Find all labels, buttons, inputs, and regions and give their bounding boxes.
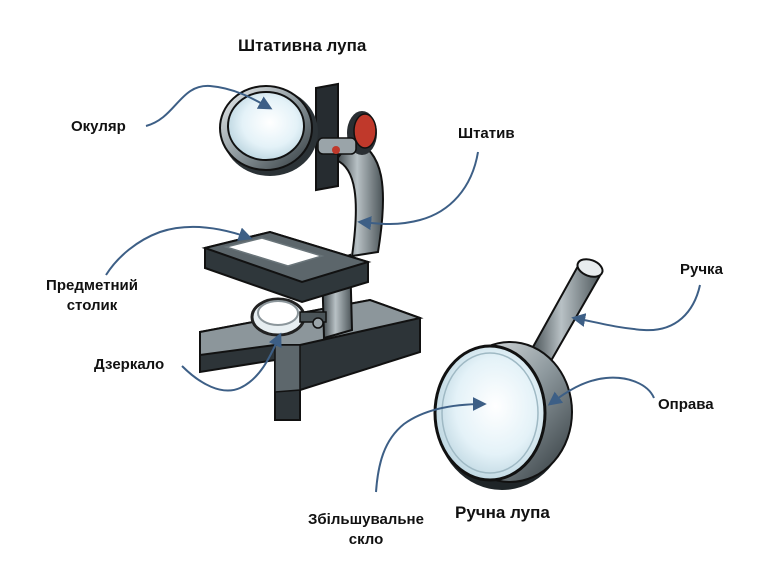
arrow-lens: [375, 397, 487, 493]
arrow-tripod: [357, 151, 479, 231]
focus-knob: [317, 111, 377, 155]
label-tripod: Штатив: [458, 125, 515, 142]
arrow-eyepiece: [145, 84, 273, 127]
hand-magnifier: [433, 258, 604, 490]
label-stage-line1: Предметний: [46, 277, 138, 294]
label-stage: Предметний столик: [36, 276, 148, 316]
arrow-handle: [571, 284, 701, 332]
title-stand-magnifier: Штативна лупа: [238, 36, 367, 55]
arrow-stage: [105, 225, 253, 276]
label-stage-line2: столик: [66, 297, 118, 314]
leader-arrows: [105, 84, 701, 493]
post: [315, 82, 339, 192]
mirror: [250, 297, 327, 337]
base: [199, 298, 424, 421]
eyepiece-lens: [219, 85, 318, 176]
stand-magnifier: [199, 82, 424, 421]
label-lens-line1: Збільшувальне: [308, 511, 424, 528]
arrow-frame: [547, 376, 655, 406]
magnifying-glass: [433, 344, 547, 482]
label-handle: Ручка: [680, 261, 723, 278]
label-mirror: Дзеркало: [94, 356, 165, 373]
stage-plate: [201, 230, 372, 304]
arrow-mirror: [181, 332, 282, 392]
title-hand-magnifier: Ручна лупа: [455, 503, 550, 522]
label-lens-line2: скло: [348, 531, 384, 548]
label-magnifying-glass: Збільшувальне скло: [300, 510, 432, 550]
tripod-arm: [334, 138, 385, 258]
label-eyepiece: Окуляр: [71, 118, 126, 135]
label-frame: Оправа: [658, 396, 714, 413]
